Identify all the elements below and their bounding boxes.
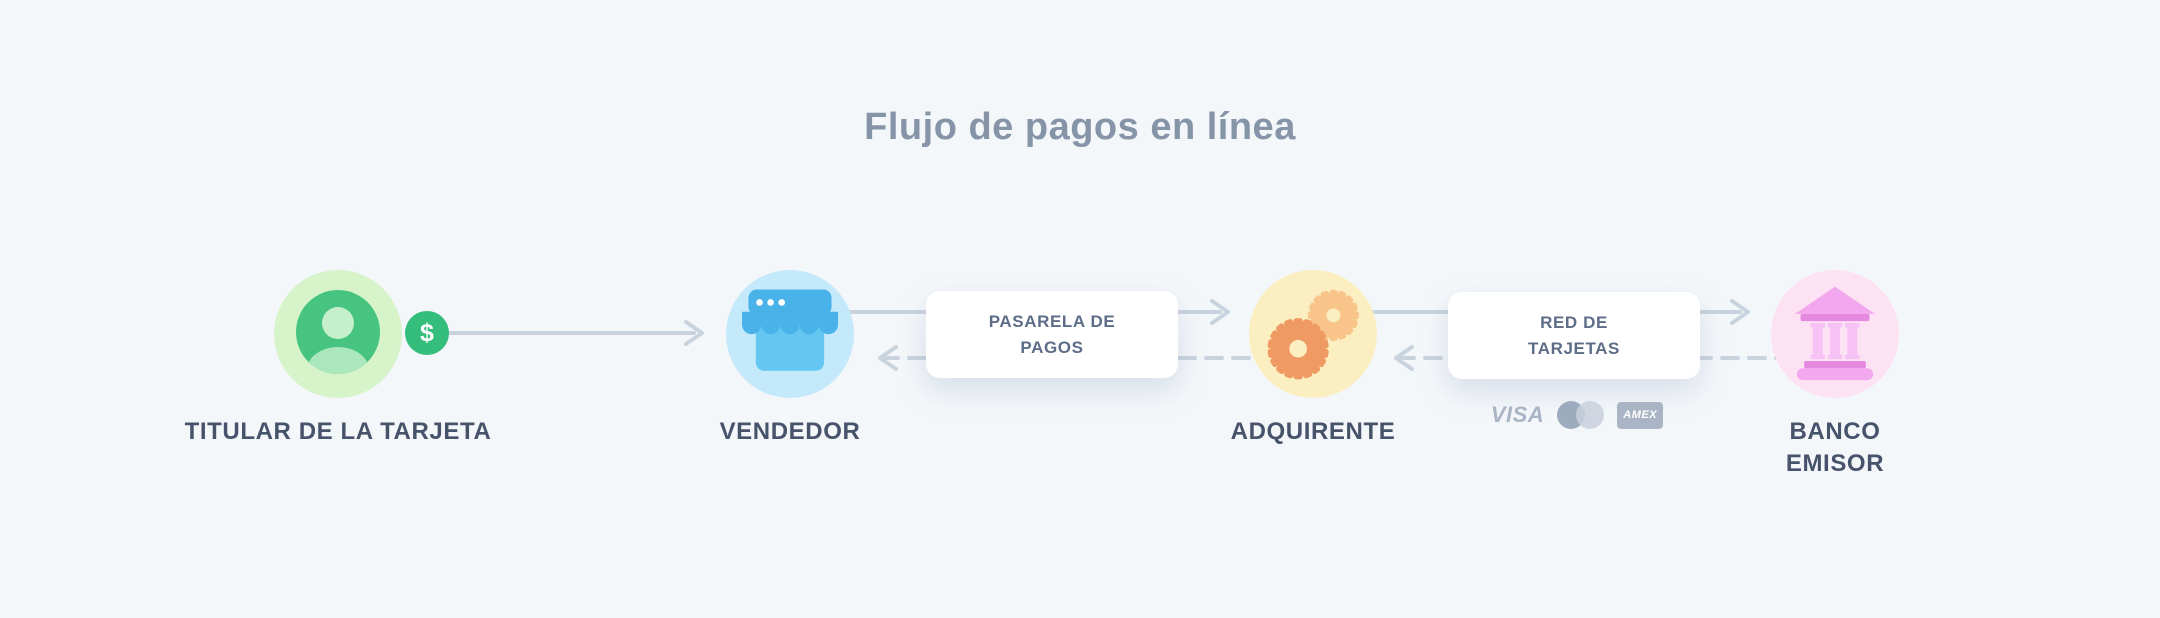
dollar-sign: $ (420, 318, 434, 347)
dollar-badge: $ (405, 311, 449, 355)
node-label-merchant: VENDEDOR (719, 418, 861, 445)
gateway-box-label: PASARELA DE PAGOS (988, 311, 1116, 357)
page-title: Flujo de pagos en línea (864, 106, 1296, 148)
amex-logo: AMEX (1617, 401, 1664, 429)
mastercard-right-circle (1576, 401, 1605, 429)
network-box-label: RED DE TARJETAS (1527, 312, 1620, 358)
bank-icon (1793, 283, 1877, 386)
visa-logo: VISA (1490, 402, 1545, 427)
gears-icon (1261, 280, 1365, 389)
node-merchant (726, 270, 854, 398)
node-cardholder (274, 270, 402, 398)
node-label-acquirer: ADQUIRENTE (1230, 418, 1396, 445)
node-label-issuer: BANCO EMISOR (1785, 418, 1885, 477)
node-issuer (1771, 270, 1899, 398)
node-acquirer (1249, 270, 1377, 398)
network-box: RED DE TARJETAS (1448, 292, 1700, 379)
node-label-cardholder: TITULAR DE LA TARJETA (184, 418, 492, 445)
gateway-box: PASARELA DE PAGOS (926, 291, 1178, 378)
mastercard-circles-icon (1557, 401, 1605, 429)
cardholder-merchant-arrow (447, 320, 704, 346)
person-icon (296, 289, 380, 379)
storefront-icon (742, 289, 838, 380)
card-logos: VISA AMEX (1487, 400, 1667, 430)
